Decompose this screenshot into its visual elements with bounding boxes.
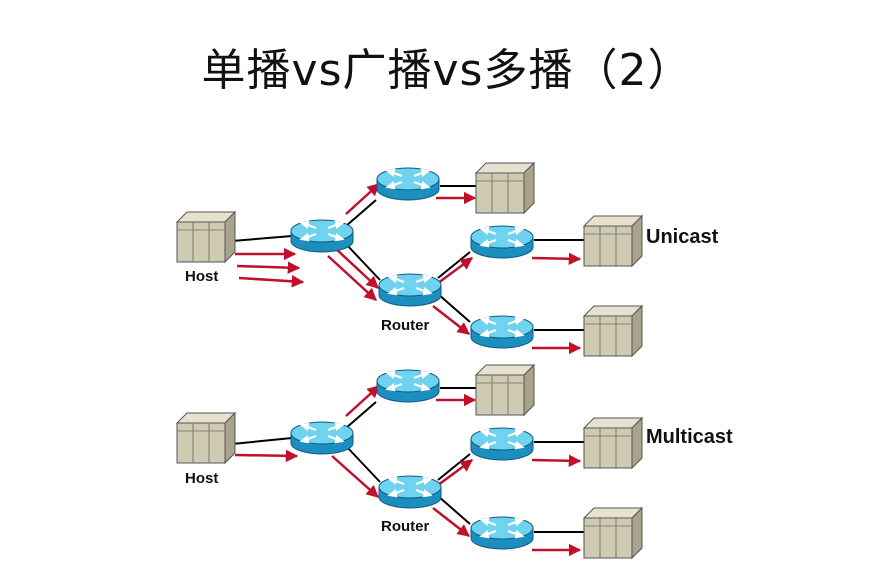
- multicast-label: Multicast: [646, 426, 733, 448]
- router-icon: [377, 474, 443, 510]
- server-icon: [583, 507, 643, 559]
- router-icon: [469, 426, 535, 462]
- router-icon: [375, 368, 441, 404]
- router-icon: [289, 218, 355, 254]
- server-icon: [583, 215, 643, 267]
- server-icon: [475, 162, 535, 214]
- server-icon: [583, 305, 643, 357]
- multicast-diagram: Host Router Multicast: [176, 364, 733, 559]
- router-icon: [469, 515, 535, 551]
- host-label: Host: [185, 470, 218, 487]
- unicast-diagram: Host Router Unicast: [176, 162, 719, 357]
- unicast-arrows: [235, 183, 582, 355]
- router-label: Router: [381, 518, 429, 535]
- page-title: 单播vs广播vs多播（2）: [201, 45, 693, 96]
- router-icon: [469, 314, 535, 350]
- server-icon: [583, 417, 643, 469]
- host-computer-icon: [176, 412, 236, 464]
- router-icon: [469, 224, 535, 260]
- router-label: Router: [381, 317, 429, 334]
- host-computer-icon: [176, 211, 236, 263]
- unicast-label: Unicast: [646, 226, 719, 248]
- router-icon: [375, 166, 441, 202]
- multicast-arrows: [234, 385, 582, 557]
- host-label: Host: [185, 268, 218, 285]
- network-links: [231, 387, 584, 533]
- network-links: [231, 185, 584, 331]
- router-icon: [289, 420, 355, 456]
- server-icon: [475, 364, 535, 416]
- router-icon: [377, 272, 443, 308]
